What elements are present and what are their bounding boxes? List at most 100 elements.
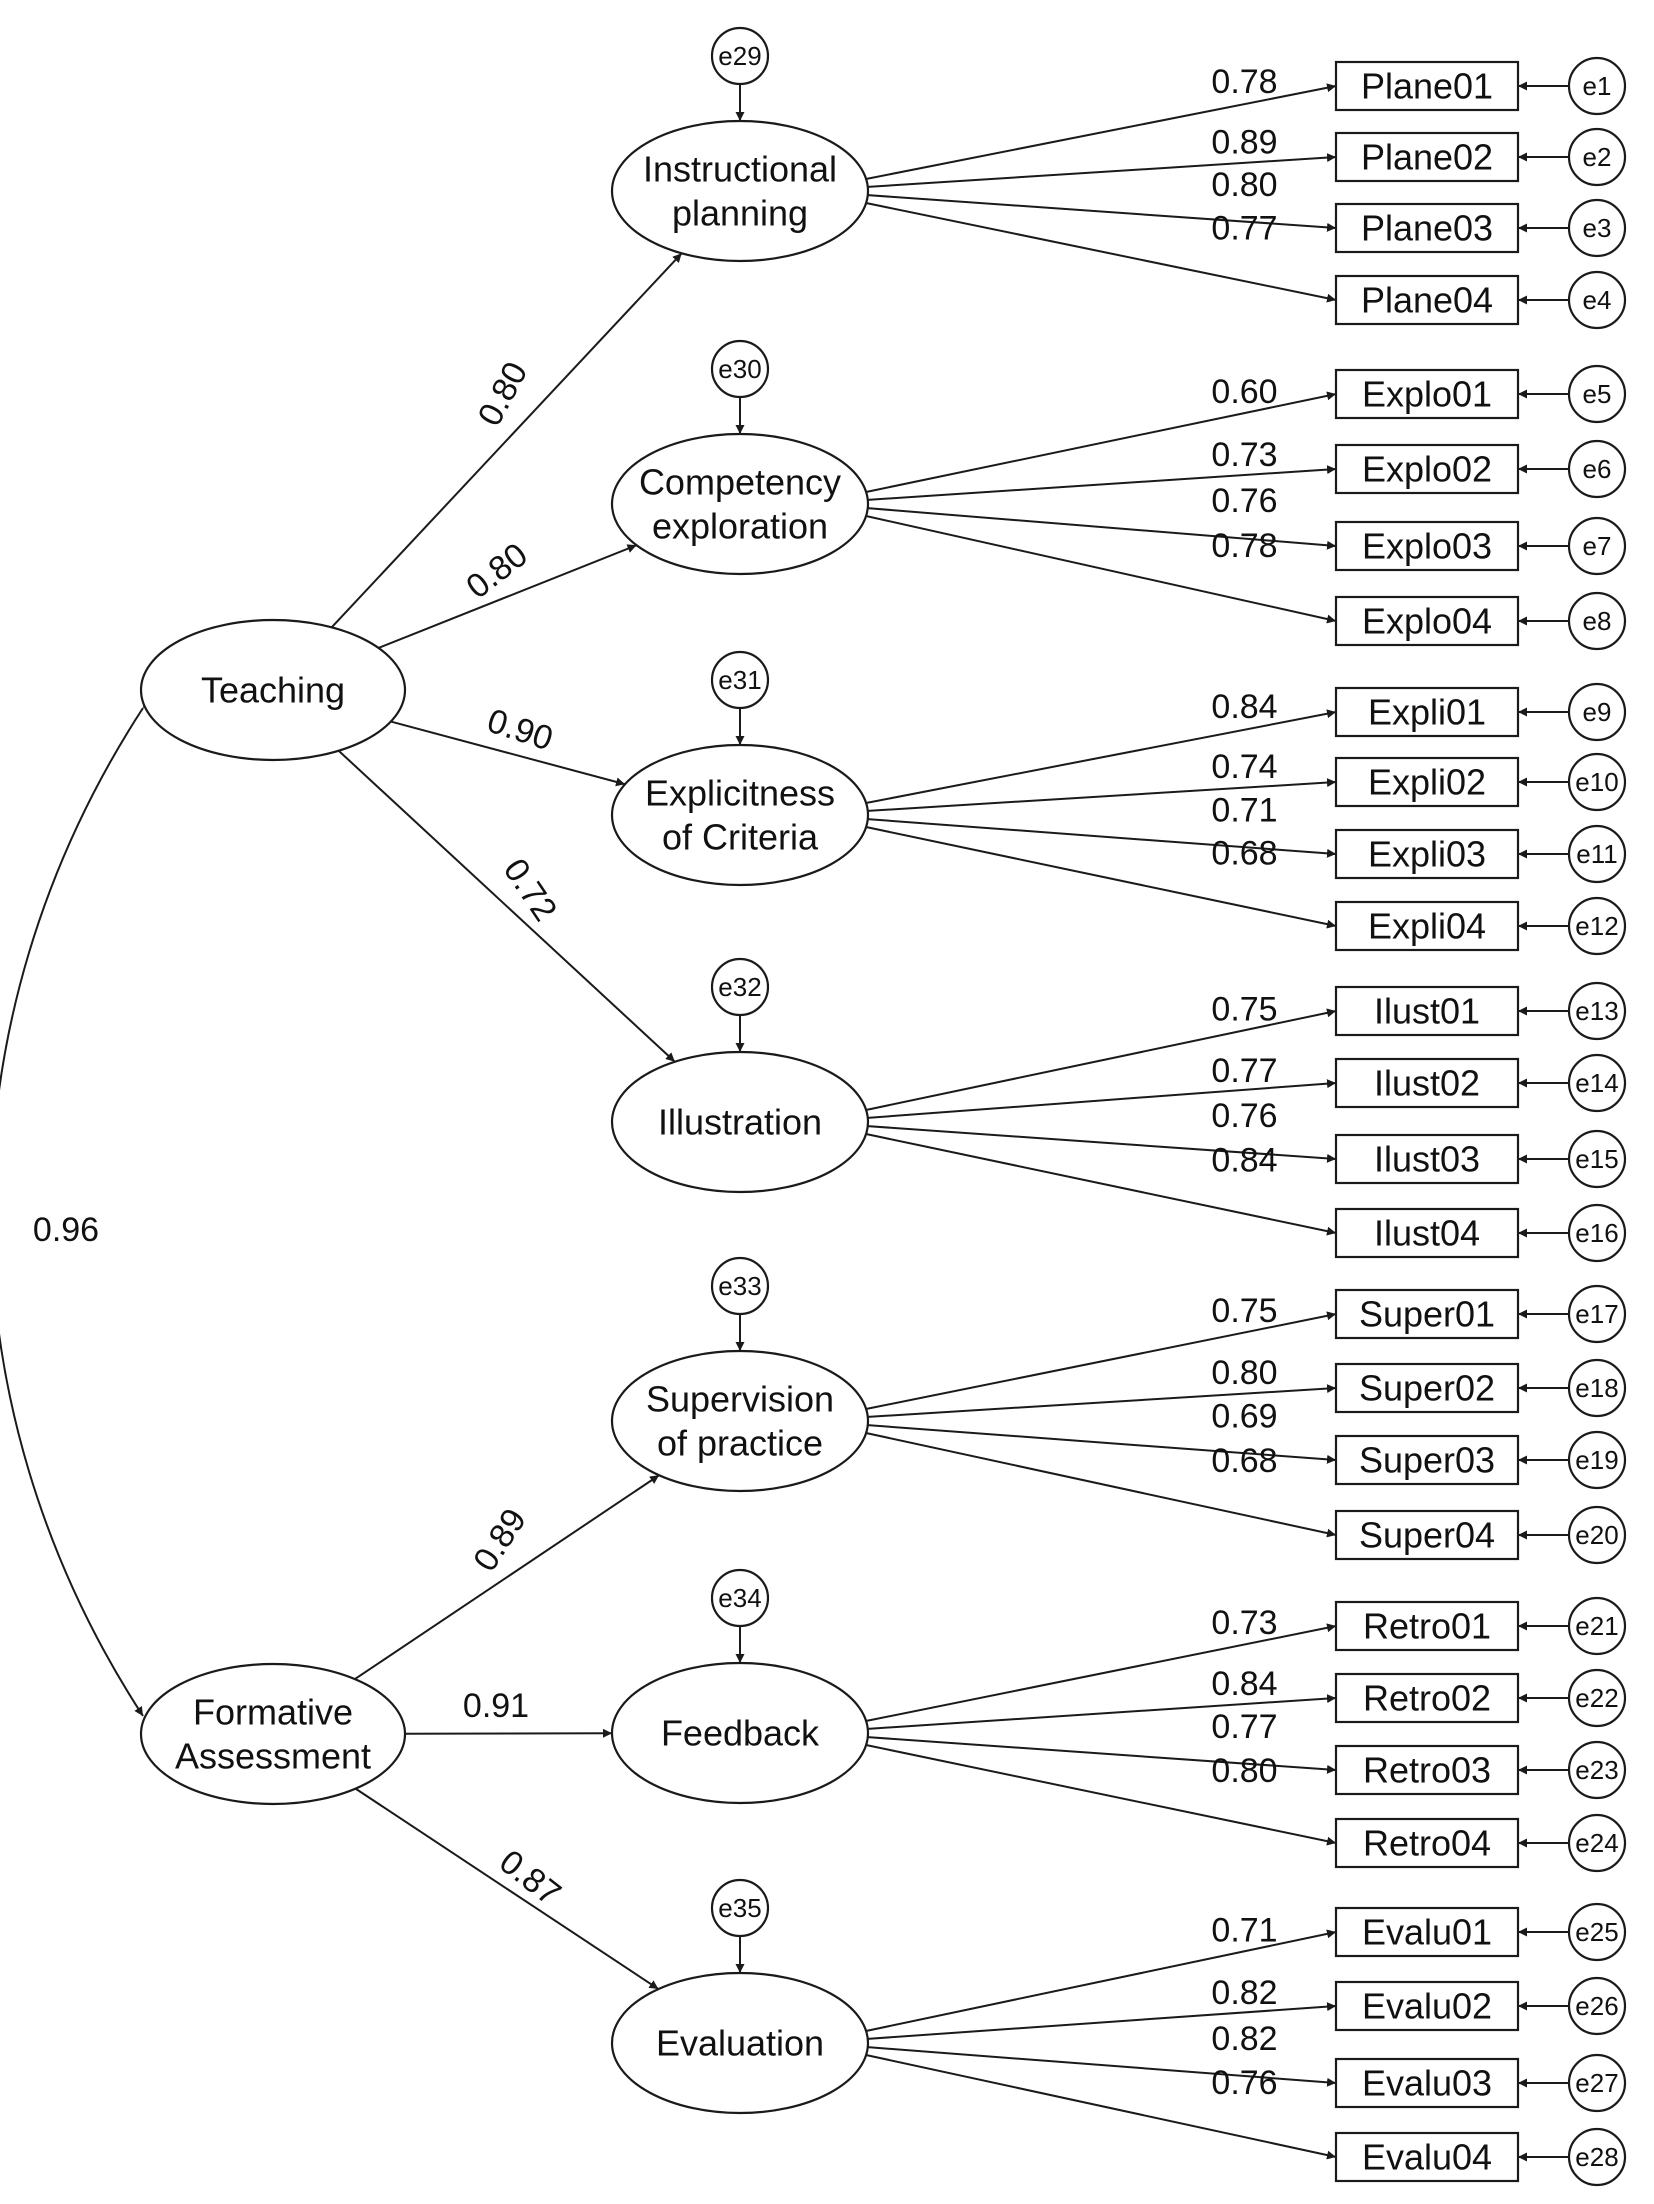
disturbance-e34: e34 [710,1568,770,1628]
loading-coefficient-plane04: 0.77 [1211,209,1277,247]
indicator-ilust02: Ilust02 [1334,1057,1520,1109]
error-e22: e22 [1567,1668,1627,1728]
error-label: e15 [1575,1144,1618,1174]
loading-coefficient-expli02: 0.74 [1211,748,1277,786]
error-circle [1567,2053,1627,2113]
error-label: e8 [1583,606,1612,636]
error-e6: e6 [1567,439,1627,499]
indicator-box [1334,1057,1520,1109]
indicator-box [1334,1288,1520,1340]
factor-label: Explicitness [645,773,835,814]
loading-coefficient-evalu02: 0.82 [1211,1974,1277,2012]
loading-coefficient-explo03: 0.76 [1211,482,1277,520]
latent-label: Formative [193,1692,353,1733]
error-circle [1567,1976,1627,2036]
error-label: e12 [1575,911,1618,941]
correlation-coefficient: 0.96 [33,1211,99,1249]
error-label: e22 [1575,1683,1618,1713]
loading-coefficient-ilust02: 0.77 [1211,1052,1277,1090]
loading-path-ilust02 [865,1079,1337,1119]
error-label: e19 [1575,1445,1618,1475]
indicator-label: Explo04 [1362,601,1492,642]
loading-path-ilust01 [865,1008,1337,1111]
indicator-retro04: Retro04 [1334,1817,1520,1869]
disturbance-e29: e29 [710,26,770,86]
error-label: e10 [1575,767,1618,797]
indicator-box [1334,1817,1520,1869]
factor-evaluation: Evaluation [610,1971,870,2115]
path-formative-assessment-to-supervision-of-practice [354,1474,660,1680]
error-circle [1567,1358,1627,1418]
error-circle [1567,1053,1627,1113]
factor-ellipse [610,1661,870,1805]
indicator-retro01: Retro01 [1334,1600,1520,1652]
indicator-super02: Super02 [1334,1362,1520,1414]
error-label: e11 [1576,839,1617,869]
indicator-box [1334,828,1520,880]
loading-path-plane01 [865,83,1337,180]
path-teaching-to-instructional-planning [330,252,683,628]
loading-path-plane03 [865,194,1337,232]
error-e9: e9 [1567,682,1627,742]
loading-path-retro01 [865,1623,1337,1722]
loading-coefficient-evalu04: 0.76 [1211,2064,1277,2102]
indicator-box [1334,2131,1520,2183]
error-label: e26 [1575,1991,1618,2021]
error-circle [1567,682,1627,742]
loading-coefficient-explo01: 0.60 [1211,373,1277,411]
factor-label: Competency [639,462,841,503]
error-label: e31 [718,665,761,695]
indicator-box [1334,1672,1520,1724]
indicator-label: Super01 [1359,1294,1495,1335]
error-circle [1567,127,1627,187]
indicator-box [1334,1600,1520,1652]
indicator-label: Plane03 [1361,208,1493,249]
error-label: e29 [718,41,761,71]
error-circle [1567,270,1627,330]
indicator-box [1334,274,1520,326]
indicator-box [1334,985,1520,1037]
indicator-expli01: Expli01 [1334,686,1520,738]
loading-coefficient-ilust04: 0.84 [1211,1141,1277,1179]
indicator-box [1334,1980,1520,2032]
correlation-curve [0,698,152,1717]
indicator-label: Explo01 [1362,374,1492,415]
error-circle [1567,1668,1627,1728]
loading-path-evalu01 [865,1929,1337,2032]
error-circle [710,1256,770,1316]
loading-coefficient-plane01: 0.78 [1211,63,1277,101]
indicator-expli04: Expli04 [1334,900,1520,952]
error-label: e24 [1575,1828,1618,1858]
error-e12: e12 [1567,896,1627,956]
error-label: e30 [718,354,761,384]
error-e27: e27 [1567,2053,1627,2113]
indicator-super03: Super03 [1334,1434,1520,1486]
error-circle [1567,56,1627,116]
indicator-evalu01: Evalu01 [1334,1906,1520,1958]
error-label: e25 [1575,1917,1618,1947]
loading-coefficient-super04: 0.68 [1211,1442,1277,1480]
factor-illustration: Illustration [610,1050,870,1194]
indicator-evalu04: Evalu04 [1334,2131,1520,2183]
error-label: e27 [1575,2068,1618,2098]
indicator-explo02: Explo02 [1334,443,1520,495]
error-circle [1567,752,1627,812]
error-label: e16 [1575,1218,1618,1248]
error-circle [1567,981,1627,1041]
path-coefficient-teaching-competency-exploration: 0.80 [459,536,535,607]
indicator-label: Plane04 [1361,280,1493,321]
factor-label: Evaluation [656,2023,824,2064]
error-e20: e20 [1567,1505,1627,1565]
error-label: e20 [1575,1520,1618,1550]
indicator-label: Evalu04 [1362,2137,1492,2178]
latent-ellipse [139,1662,407,1806]
indicator-plane03: Plane03 [1334,202,1520,254]
indicator-label: Plane02 [1361,137,1493,178]
indicator-label: Retro04 [1363,1823,1491,1864]
indicator-label: Ilust04 [1374,1213,1480,1254]
indicator-ilust01: Ilust01 [1334,985,1520,1037]
